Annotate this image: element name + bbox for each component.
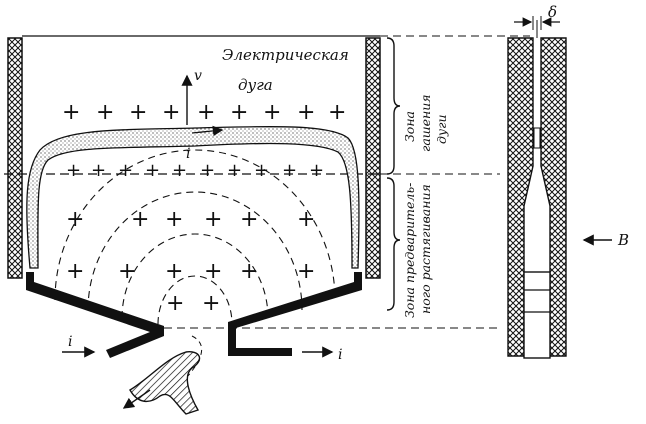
arc-title-line1: Электрическая — [222, 46, 349, 64]
svg-text:+: + — [227, 160, 242, 181]
svg-text:+: + — [91, 160, 106, 181]
svg-text:+: + — [172, 160, 187, 181]
svg-text:+: + — [204, 259, 222, 284]
section-arc — [533, 127, 541, 149]
contact-trajectory — [187, 335, 203, 377]
magnetic-field-lines — [54, 149, 336, 325]
svg-text:+: + — [297, 100, 315, 125]
svg-text:+: + — [202, 291, 220, 316]
moving-contact — [129, 351, 201, 415]
gap-label: δ — [548, 3, 557, 21]
zone-extinguish-line3: дуги — [434, 114, 449, 144]
right-arc-runner — [228, 272, 362, 356]
zone-braces — [386, 37, 401, 311]
electric-arc — [26, 125, 360, 269]
side-section-view: δ B — [507, 3, 629, 359]
svg-text:+: + — [145, 160, 160, 181]
svg-text:+: + — [282, 160, 297, 181]
extinguish-zone-brace — [386, 37, 401, 175]
svg-text:+: + — [162, 100, 180, 125]
svg-text:+: + — [165, 259, 183, 284]
arc-title-line2: дуга — [238, 76, 273, 94]
svg-text:+: + — [166, 291, 184, 316]
prestretch-zone-brace — [386, 177, 401, 311]
left-chamber-wall — [7, 37, 23, 279]
zone-extinguish-line2: гашения — [418, 94, 433, 152]
svg-text:+: + — [118, 259, 136, 284]
right-chamber-wall — [365, 37, 381, 279]
svg-text:+: + — [66, 207, 84, 232]
left-arc-runner — [26, 272, 164, 358]
svg-text:+: + — [66, 160, 81, 181]
svg-text:+: + — [240, 207, 258, 232]
contact-motion-arrow — [122, 389, 151, 409]
svg-text:+: + — [96, 100, 114, 125]
svg-text:+: + — [297, 207, 315, 232]
svg-text:+: + — [165, 207, 183, 232]
svg-text:+: + — [309, 160, 324, 181]
arc-current-label: i — [186, 146, 190, 162]
velocity-label: v — [194, 68, 202, 84]
arc-chute-chamber: + + + + + + + + + + + + + + + + + + + + … — [4, 35, 530, 415]
svg-text:+: + — [129, 100, 147, 125]
svg-text:+: + — [230, 100, 248, 125]
svg-text:+: + — [297, 259, 315, 284]
output-current-label: i — [338, 347, 342, 363]
svg-text:+: + — [118, 160, 133, 181]
svg-text:+: + — [240, 259, 258, 284]
svg-text:+: + — [66, 259, 84, 284]
input-current-label: i — [68, 334, 72, 350]
section-contact — [523, 271, 551, 359]
svg-text:+: + — [197, 100, 215, 125]
positive-charges: + + + + + + + + + + + + + + + + + + + + … — [62, 100, 346, 316]
zone-pre-line1: Зона предваритель- — [402, 183, 417, 318]
zone-pre-line2: ного растягивания — [418, 184, 433, 314]
svg-text:+: + — [263, 100, 281, 125]
field-label: B — [617, 231, 629, 249]
svg-text:+: + — [131, 207, 149, 232]
svg-text:+: + — [328, 100, 346, 125]
svg-text:+: + — [254, 160, 269, 181]
svg-text:+: + — [200, 160, 215, 181]
svg-text:+: + — [204, 207, 222, 232]
arc-current-arrow — [191, 125, 224, 137]
zone-extinguish-line1: Зона — [402, 111, 417, 142]
section-left-wall — [507, 37, 534, 357]
zone-labels: Зона гашения дуги Зона предваритель- ног… — [402, 94, 449, 318]
svg-text:+: + — [62, 100, 80, 125]
